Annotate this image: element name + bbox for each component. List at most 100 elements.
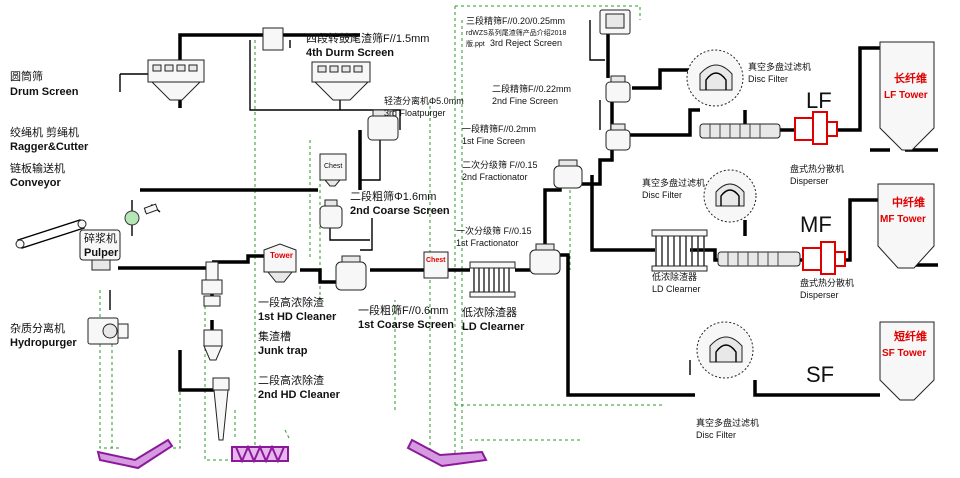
lf-tower (879, 41, 935, 151)
fine2-label-en: 2nd Fine Screen (492, 96, 558, 106)
chest1-label: Chest (324, 163, 342, 170)
chest-1 (319, 153, 347, 187)
disp2-label-zh: 盘式热分散机 (800, 277, 854, 288)
coarse2-label-en: 2nd Coarse Screen (350, 205, 450, 217)
frac1-label-en: 1st Fractionator (456, 238, 519, 248)
conveyor-label-zh: 链板输送机 (10, 161, 65, 175)
pulper-label-en: Pulper (84, 247, 119, 259)
reject-screw-conveyor (231, 444, 289, 464)
ld-cleaner-1 (469, 261, 516, 298)
disc2-label-en: Disc Filter (642, 190, 682, 200)
mf-label: MF (800, 212, 832, 237)
disc1-label-en: Disc Filter (748, 74, 788, 84)
fourth-drum-screen (262, 27, 371, 101)
first-coarse-screen (335, 255, 367, 291)
conveyor-label-en: Conveyor (10, 177, 61, 189)
mf-tower-label-zh: 中纤维 (892, 195, 925, 209)
chain-conveyor (15, 219, 87, 249)
junk-label-en: Junk trap (258, 345, 308, 357)
second-fractionator (553, 159, 583, 189)
float3-label-zh: 轻渣分离机Φ5.0mm (384, 95, 464, 106)
reject3-label-zh: 三段精筛F//0.20/0.25mm (466, 15, 565, 26)
reject-conveyor-right (406, 438, 488, 468)
screw-press-mf (717, 251, 801, 267)
chest2-label: Chest (426, 257, 446, 264)
mf-tower-label-en: MF Tower (880, 214, 926, 225)
disp2-label-en: Disperser (800, 290, 839, 300)
sf-label: SF (806, 362, 834, 387)
disc1-label-zh: 真空多盘过滤机 (748, 61, 811, 72)
pulper (79, 203, 161, 271)
frac2-label-en: 2nd Fractionator (462, 172, 528, 182)
hydropurger-label-zh: 杂质分离机 (10, 321, 65, 335)
floatpurger (367, 109, 399, 141)
disp1-label-en: Disperser (790, 176, 829, 186)
disc-filter-3 (696, 321, 754, 379)
second-coarse-screen (319, 199, 343, 229)
ld1-label-en: LD Clearner (462, 321, 525, 333)
drum-screen (147, 59, 205, 101)
pulper-label-zh: 碎浆机 (84, 231, 117, 245)
hd2-label-zh: 二段高浓除渣 (258, 373, 324, 387)
fine1-label-en: 1st Fine Screen (462, 136, 525, 146)
reject3-file: 版.ppt (466, 39, 485, 48)
disc-filter-2 (703, 169, 757, 223)
coarse1-label-en: 1st Coarse Screen (358, 319, 454, 331)
disperser-mf (802, 241, 846, 275)
frac1-label-zh: 一次分级筛 F//0.15 (456, 225, 532, 236)
hd1-label-en: 1st HD Cleaner (258, 311, 337, 323)
hd-cleaner-2 (212, 377, 230, 441)
reject-conveyor-left (96, 438, 174, 470)
third-reject-screen (599, 9, 631, 35)
text-labels: 圆筒筛 Drum Screen 绞绳机 剪绳机 Ragger&Cutter 链板… (10, 15, 928, 440)
durm4-label-en: 4th Durm Screen (306, 47, 394, 59)
fine1-label-zh: 一段精筛F//0.2mm (462, 123, 536, 134)
hd1-label-zh: 一段高浓除渣 (258, 295, 324, 309)
second-fine-screen (605, 75, 631, 103)
lf-label: LF (806, 88, 832, 113)
mf-tower (877, 183, 935, 269)
first-fractionator (529, 243, 561, 275)
coarse2-label-zh: 二段粗筛Φ1.6mm (350, 189, 436, 203)
hydropurger (87, 317, 129, 345)
disp1-label-zh: 盘式热分散机 (790, 163, 844, 174)
disperser-lf (794, 111, 838, 145)
drum-screen-label-zh: 圆筒筛 (10, 69, 43, 83)
sf-tower-label-zh: 短纤维 (894, 329, 927, 343)
hydropurger-label-en: Hydropurger (10, 337, 77, 349)
tower-label: Tower (270, 251, 293, 260)
durm4-label-zh: 四段转鼓尾渣筛F//1.5mm (306, 31, 429, 45)
ragger-label-en: Ragger&Cutter (10, 141, 89, 153)
drum-screen-label-en: Drum Screen (10, 86, 79, 98)
pulp-tower (263, 243, 297, 283)
disc2-label-zh: 真空多盘过滤机 (642, 177, 705, 188)
lf-tower-label-zh: 长纤维 (894, 71, 927, 85)
lf-tower-label-en: LF Tower (884, 90, 928, 101)
junk-trap (203, 329, 223, 361)
sf-tower (879, 321, 935, 401)
ld1-label-zh: 低浓除渣器 (462, 305, 517, 319)
reject3-label-en: 3rd Reject Screen (490, 38, 562, 48)
ld2-label-zh: 低浓除渣器 (652, 271, 697, 282)
disc-filter-1 (686, 49, 744, 107)
hd2-label-en: 2nd HD Cleaner (258, 389, 341, 401)
float3-label-en: 3rd Floatpurger (384, 108, 446, 118)
ld2-label-en: LD Clearner (652, 284, 701, 294)
disc3-label-zh: 真空多盘过滤机 (696, 417, 759, 428)
reject3-note: rdWZS系列尾渣筛产品介绍2018 (466, 28, 566, 37)
ld-cleaner-2 (651, 229, 708, 272)
screw-press-lf (699, 123, 781, 139)
main-pipes (118, 20, 938, 397)
coarse1-label-zh: 一段粗筛F//0.6mm (358, 303, 448, 317)
hd-cleaner-1-stack (201, 261, 223, 307)
frac2-label-zh: 二次分级筛 F//0.15 (462, 159, 538, 170)
disc3-label-en: Disc Filter (696, 430, 736, 440)
first-fine-screen (605, 123, 631, 151)
ragger-label-zh: 绞绳机 剪绳机 (10, 125, 79, 139)
chest-2 (423, 251, 449, 279)
fine2-label-zh: 二段精筛F//0.22mm (492, 83, 571, 94)
sf-tower-label-en: SF Tower (882, 348, 926, 359)
junk-label-zh: 集渣槽 (258, 329, 291, 343)
